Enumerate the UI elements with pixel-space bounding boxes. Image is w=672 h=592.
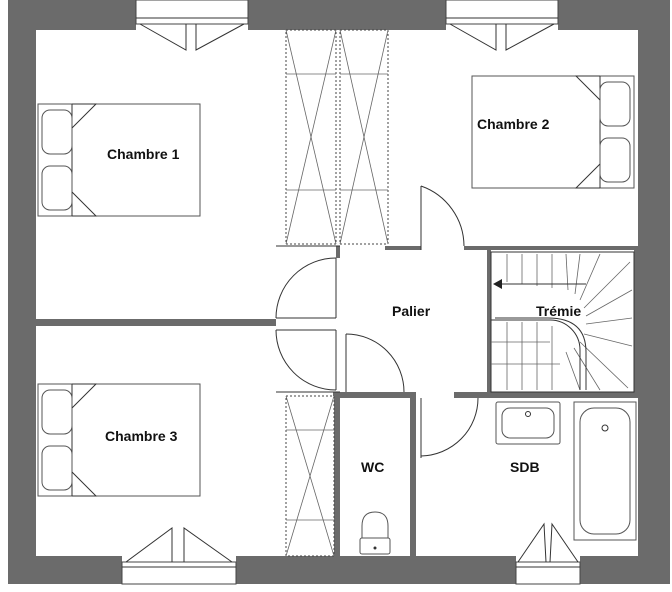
room-label-wc: WC [361, 459, 384, 475]
bed-chambre-3 [37, 383, 201, 497]
room-label-sdb: SDB [510, 459, 540, 475]
room-label-chambre-3: Chambre 3 [105, 428, 178, 444]
bathtub [573, 401, 637, 541]
interior-walls [36, 245, 638, 556]
door-chambre-1 [275, 257, 337, 319]
door-chambre-3 [275, 329, 337, 391]
room-label-palier: Palier [392, 303, 431, 319]
room-label-tremie: Trémie [536, 303, 581, 319]
arrow-left-icon [493, 279, 502, 289]
closet-bottom [285, 395, 335, 557]
door-chambre-2 [420, 185, 465, 250]
washbasin [495, 401, 561, 445]
bed-chambre-1 [37, 103, 201, 217]
bed-chambre-2 [471, 75, 635, 189]
outer-walls [8, 0, 670, 584]
room-label-chambre-2: Chambre 2 [477, 116, 550, 132]
closet-top-right [339, 29, 389, 245]
door-sdb [420, 397, 479, 458]
closet-top-left [285, 29, 337, 245]
window-bottom-right [515, 522, 581, 585]
window-bottom-left [121, 527, 237, 585]
room-label-chambre-1: Chambre 1 [107, 146, 180, 162]
door-wc [345, 333, 405, 393]
staircase [490, 251, 635, 393]
toilet [359, 511, 391, 555]
window-top-right [445, 0, 559, 51]
window-top-left [135, 0, 249, 51]
